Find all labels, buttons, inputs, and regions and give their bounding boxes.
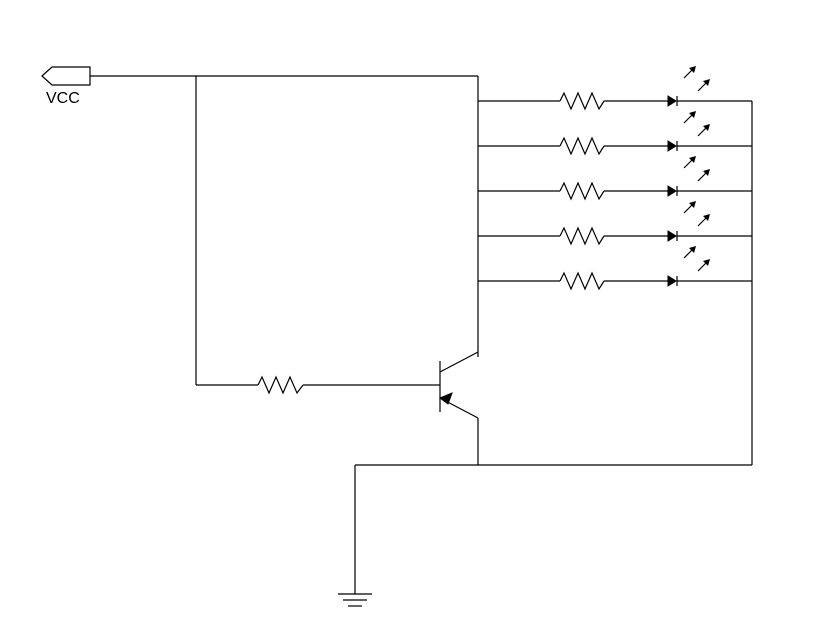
- ground-icon: [338, 593, 372, 607]
- emitter-arrow-icon: [439, 392, 453, 405]
- led-light-arrowhead-icon-2-1: [689, 111, 696, 118]
- led-light-arrowhead-icon-1-1: [689, 66, 696, 73]
- led-light-arrowhead-icon-1-2: [703, 79, 710, 86]
- branch-resistor-4: [559, 226, 605, 246]
- led-diode-icon-5: [667, 275, 677, 287]
- led-light-arrowhead-icon-4-2: [703, 214, 710, 221]
- transistor-collector: [439, 351, 479, 373]
- led-branches: [478, 66, 752, 291]
- base-resistor: [257, 375, 304, 395]
- led-light-arrowhead-icon-2-2: [703, 124, 710, 131]
- led-diode-icon-4: [667, 230, 677, 242]
- branch-resistor-3: [559, 181, 605, 201]
- led-diode-icon-3: [667, 185, 677, 197]
- vcc-port-symbol: [41, 66, 91, 86]
- led-diode-icon-1: [667, 95, 677, 107]
- led-light-arrowhead-icon-3-1: [689, 156, 696, 163]
- led-light-arrowhead-icon-4-1: [689, 201, 696, 208]
- branch-resistor-2: [559, 136, 605, 156]
- branch-resistor-5: [559, 271, 605, 291]
- led-light-arrowhead-icon-3-2: [703, 169, 710, 176]
- branch-resistor-1: [559, 91, 605, 111]
- led-light-arrowhead-icon-5-1: [689, 246, 696, 253]
- npn-transistor: [439, 351, 479, 419]
- led-light-arrowhead-icon-5-2: [703, 259, 710, 266]
- led-diode-icon-2: [667, 140, 677, 152]
- vcc-label: VCC: [46, 90, 80, 107]
